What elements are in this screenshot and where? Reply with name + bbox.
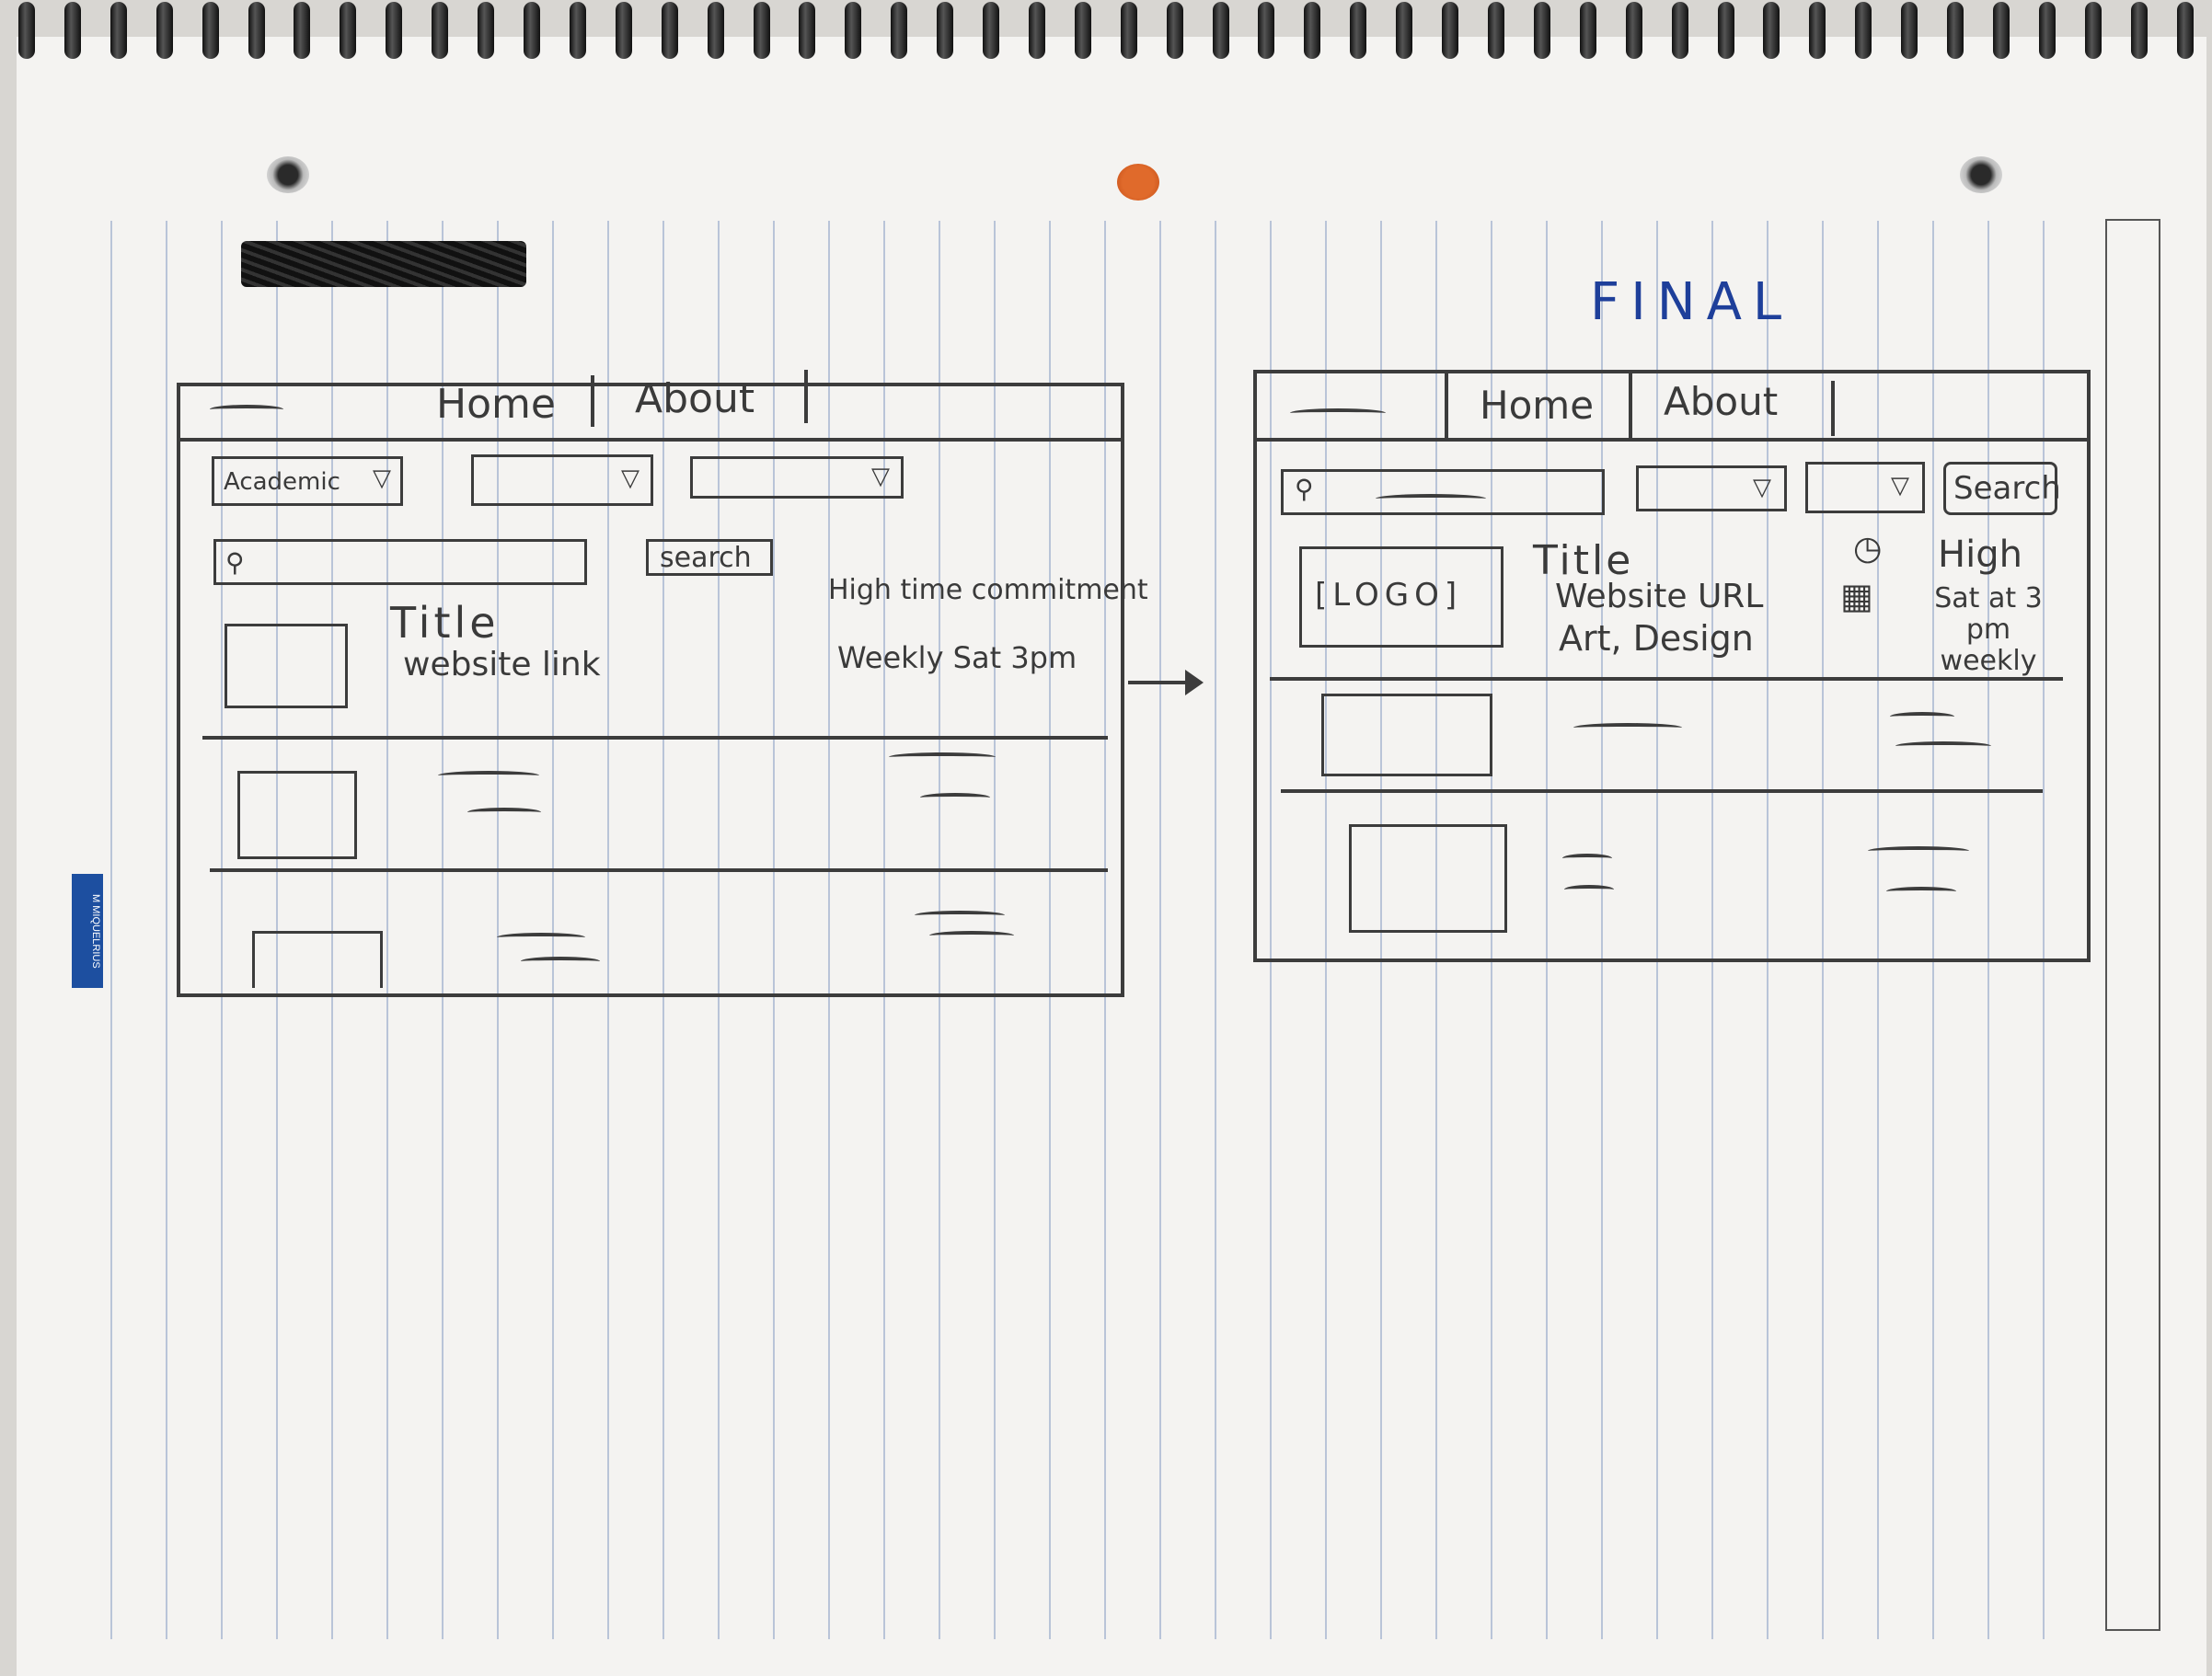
logo-squiggle bbox=[1290, 408, 1386, 418]
search-input[interactable]: ⚲ bbox=[1281, 469, 1605, 515]
listing-logo-box bbox=[1349, 824, 1507, 933]
calendar-icon: ▦ bbox=[1840, 576, 1873, 616]
search-icon: ⚲ bbox=[1295, 474, 1314, 504]
spiral-binding bbox=[0, 0, 2212, 64]
clock-icon: ◷ bbox=[1853, 530, 1883, 568]
nav-home[interactable]: Home bbox=[1480, 383, 1595, 428]
listing-logo: [LOGO] bbox=[1315, 577, 1463, 614]
sketch-left-frame bbox=[177, 383, 1124, 997]
filter-dropdown-2[interactable]: ▽ bbox=[471, 454, 653, 506]
listing-logo-box: [LOGO] bbox=[1299, 546, 1503, 648]
notebook-page bbox=[17, 37, 2206, 1676]
punch-hole-orange bbox=[1117, 164, 1159, 201]
row-divider bbox=[210, 868, 1108, 872]
listing-logo-box bbox=[1321, 694, 1492, 776]
listing-commitment: High bbox=[1938, 534, 2022, 576]
filter-label: Academic bbox=[224, 468, 340, 496]
arrow-right-icon bbox=[1128, 670, 1204, 695]
listing-logo-box bbox=[252, 931, 383, 988]
filter-dropdown-academic[interactable]: Academic ▽ bbox=[212, 456, 403, 506]
chevron-down-icon: ▽ bbox=[1753, 474, 1771, 501]
chevron-down-icon: ▽ bbox=[871, 463, 890, 490]
chevron-down-icon: ▽ bbox=[621, 465, 639, 492]
punch-hole bbox=[267, 156, 309, 193]
listing-logo-box bbox=[237, 771, 357, 859]
nav-divider bbox=[1257, 438, 2087, 442]
listing-schedule: Sat at 3 pm weekly bbox=[1934, 582, 2043, 677]
listing-link[interactable]: website link bbox=[403, 646, 601, 683]
punch-hole bbox=[1960, 156, 2002, 193]
logo-squiggle bbox=[210, 405, 283, 414]
search-icon: ⚲ bbox=[225, 547, 245, 578]
filter-dropdown-2[interactable]: ▽ bbox=[1805, 462, 1925, 513]
listing-tags: Art, Design bbox=[1559, 618, 1754, 659]
chevron-down-icon: ▽ bbox=[1891, 472, 1909, 499]
nav-divider bbox=[180, 438, 1121, 442]
crossed-out-heading bbox=[241, 241, 526, 287]
final-heading: FINAL bbox=[1590, 272, 1793, 332]
listing-url[interactable]: Website URL bbox=[1555, 578, 1764, 615]
page-margin-box bbox=[2105, 219, 2160, 1631]
row-divider bbox=[202, 736, 1108, 740]
brand-tag: M MIQUELRIUS bbox=[72, 874, 103, 988]
nav-home[interactable]: Home bbox=[436, 381, 556, 428]
listing-title: Title bbox=[390, 598, 500, 648]
search-button[interactable]: Search bbox=[1943, 462, 2061, 515]
listing-commitment: High time commitment bbox=[828, 574, 1148, 606]
sketch-right-frame bbox=[1253, 370, 2091, 962]
listing-title: Title bbox=[1533, 537, 1634, 584]
search-button[interactable]: search bbox=[646, 539, 773, 576]
search-input[interactable]: ⚲ bbox=[213, 539, 587, 585]
filter-dropdown-1[interactable]: ▽ bbox=[1636, 465, 1787, 511]
listing-schedule: Weekly Sat 3pm bbox=[837, 640, 1077, 675]
nav-about[interactable]: About bbox=[1664, 379, 1779, 424]
listing-logo-box bbox=[225, 624, 348, 708]
row-divider bbox=[1270, 677, 2063, 681]
chevron-down-icon: ▽ bbox=[373, 465, 391, 492]
nav-about[interactable]: About bbox=[635, 375, 755, 422]
row-divider bbox=[1281, 789, 2043, 793]
filter-dropdown-3[interactable]: ▽ bbox=[690, 456, 904, 499]
